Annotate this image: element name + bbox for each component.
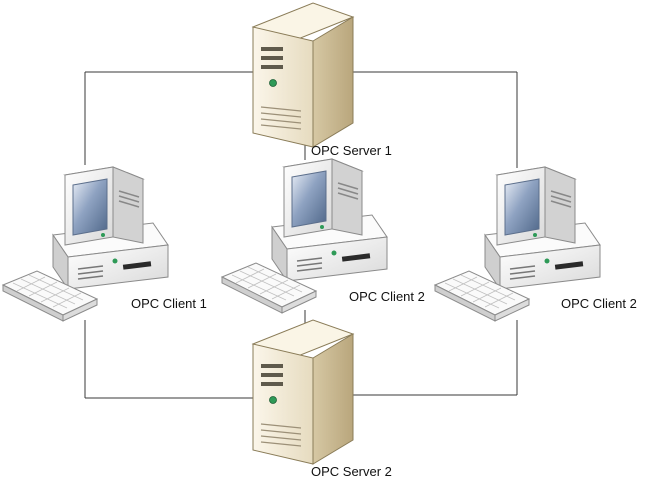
opc-client-center-label: OPC Client 2 xyxy=(349,289,425,304)
opc-server-1-label: OPC Server 1 xyxy=(311,143,392,158)
connection-lines xyxy=(84,71,518,399)
opc-client-left-label: OPC Client 1 xyxy=(131,296,207,311)
server-tower-icon xyxy=(252,2,354,148)
opc-server-1-node: OPC Server 1 xyxy=(252,2,392,158)
opc-client-right-node: OPC Client 2 xyxy=(434,166,637,322)
opc-client-left-node: OPC Client 1 xyxy=(2,166,207,322)
opc-client-right-label: OPC Client 2 xyxy=(561,296,637,311)
opc-client-center-node: OPC Client 2 xyxy=(221,158,425,314)
opc-server-2-node: OPC Server 2 xyxy=(252,319,392,479)
opc-server-2-label: OPC Server 2 xyxy=(311,464,392,479)
server-tower-icon xyxy=(252,319,354,465)
